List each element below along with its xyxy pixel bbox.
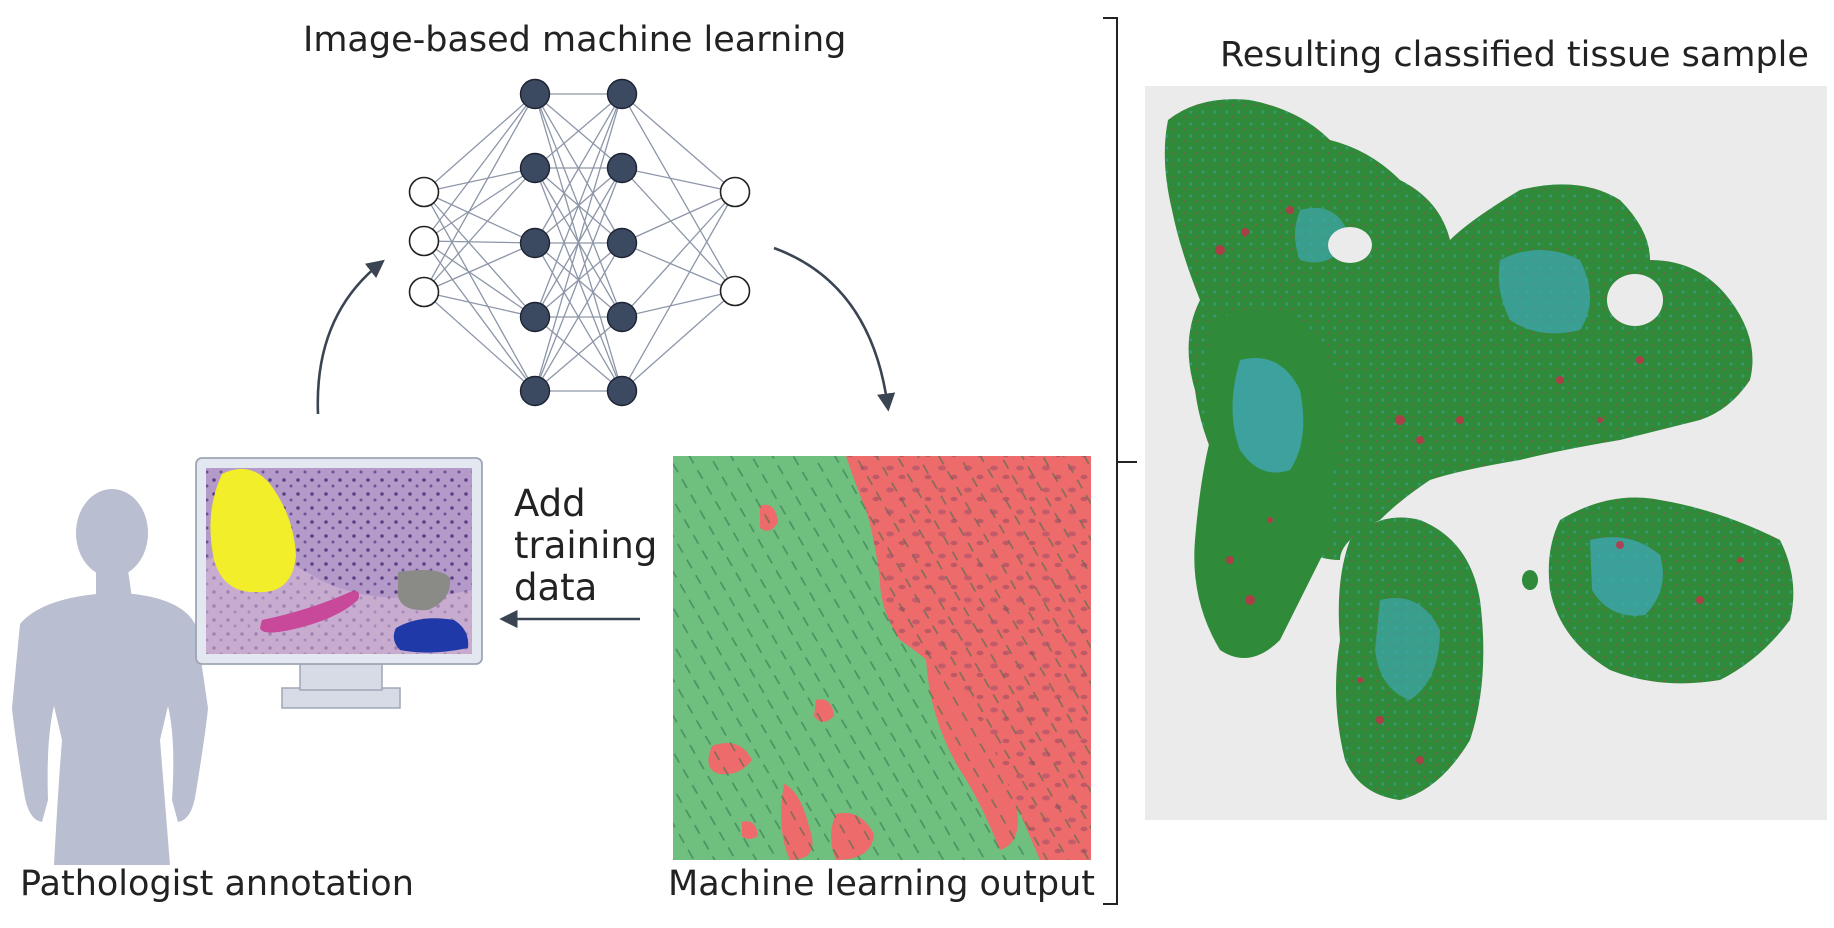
- monitor: [196, 458, 482, 708]
- add-training-label: Add training data: [514, 483, 674, 608]
- classified-tissue-image: [1145, 86, 1827, 820]
- output-nodes: [721, 178, 750, 306]
- result-title: Resulting classified tissue sample: [1220, 35, 1809, 75]
- add-training-line2: training: [514, 525, 674, 567]
- ml-output-caption: Machine learning output: [668, 864, 1095, 904]
- arrow-to-network: [318, 262, 382, 414]
- pathologist-figure: [12, 489, 208, 865]
- pathologist-caption: Pathologist annotation: [20, 864, 414, 904]
- arrow-to-output: [774, 248, 888, 408]
- add-training-line3: data: [514, 567, 674, 609]
- bracket: [1103, 18, 1117, 904]
- add-training-line1: Add: [514, 483, 674, 525]
- neural-network: [410, 80, 750, 406]
- network-edges: [424, 94, 735, 391]
- input-nodes: [410, 178, 439, 307]
- ml-title: Image-based machine learning: [303, 20, 846, 60]
- ml-output-image: [673, 456, 1091, 860]
